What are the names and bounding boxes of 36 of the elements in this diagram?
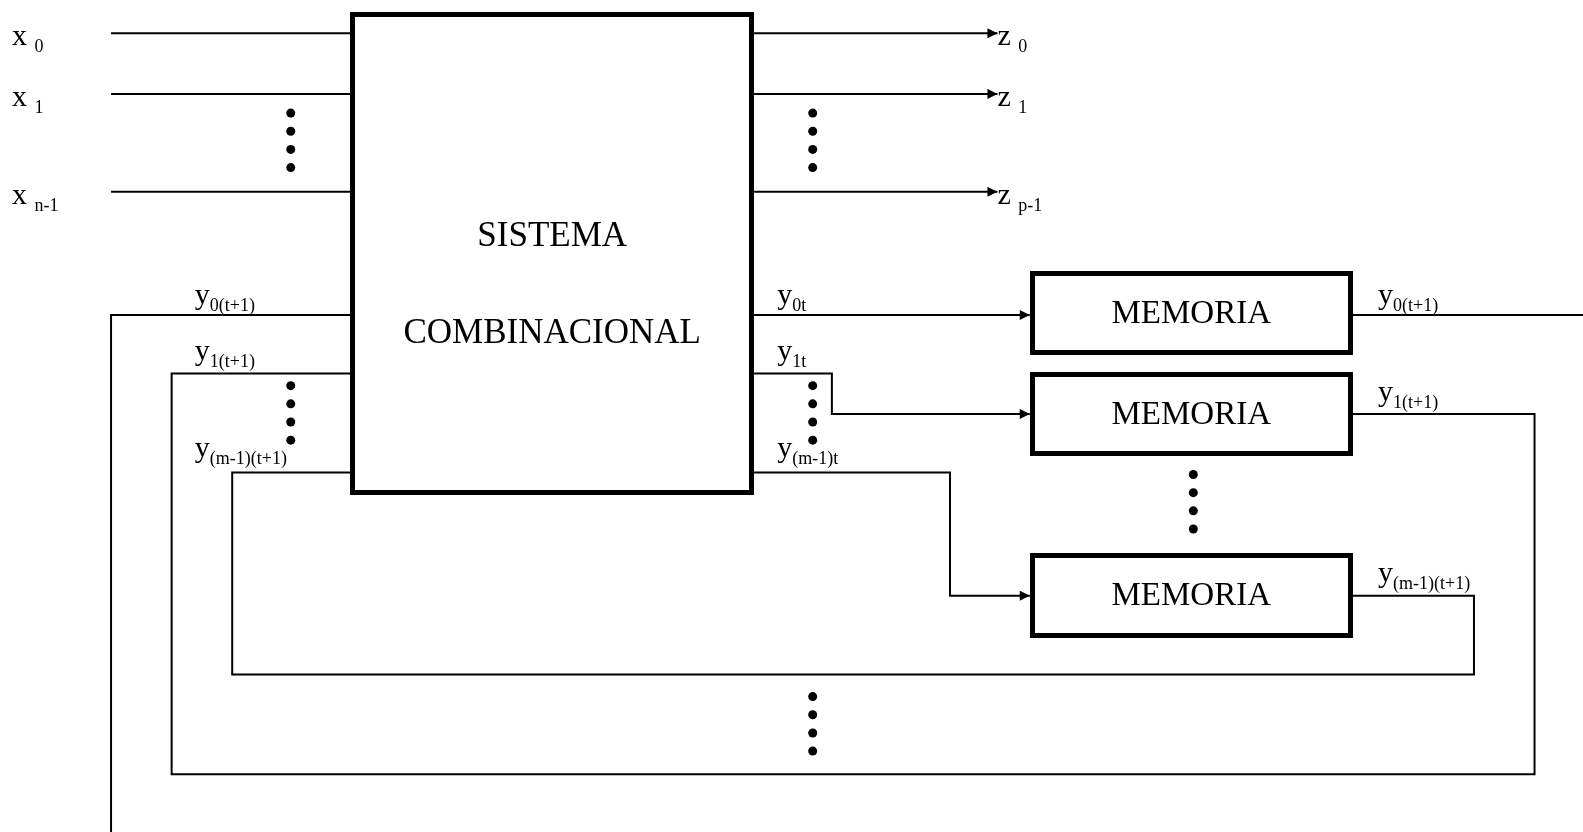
block-label: SISTEMA COMBINACIONAL (402, 213, 702, 353)
signal-line (110, 92, 352, 95)
signal-line (170, 372, 1536, 776)
signal-label: z $_{p-1}$ (997, 178, 1099, 220)
signal-label: z $_{0}$ (997, 20, 1099, 61)
signal-name: y$_{1(t+1)}$ (194, 335, 255, 371)
signal-name: y$_{1t}$ (777, 335, 807, 371)
combinational-block (350, 12, 755, 495)
signal-name: y$_{(m-1)(t+1)}$ (194, 432, 287, 468)
signal-name: y$_{0t}$ (777, 278, 807, 314)
signal-line (753, 310, 1031, 320)
signal-line (753, 186, 999, 197)
block-label: MEMORIA (1110, 396, 1273, 430)
signal-line (753, 471, 1031, 601)
signal-line (753, 372, 1031, 419)
memory-block (1029, 553, 1353, 639)
signal-line (753, 28, 999, 39)
signal-name: y$_{(m-1)(t+1)}$ (1378, 557, 1471, 593)
signal-line (110, 32, 352, 35)
signal-line (110, 314, 352, 832)
signal-name: y$_{1(t+1)}$ (1378, 375, 1439, 411)
signal-label: x $_{1}$ (12, 80, 112, 122)
signal-label: x $_{n-1}$ (12, 178, 112, 220)
block-label: MEMORIA (1110, 295, 1273, 329)
signal-name: y$_{0(t+1)}$ (1378, 278, 1439, 314)
signal-label: x $_{0}$ (12, 20, 112, 61)
signal-name: y$_{0(t+1)}$ (194, 278, 255, 314)
signal-name: y$_{(m-1)t}$ (777, 432, 839, 468)
signal-line (1351, 314, 1583, 316)
signal-line (231, 471, 1475, 676)
signal-label: z $_{1}$ (997, 80, 1099, 122)
block-label: MEMORIA (1110, 578, 1273, 612)
memory-block (1029, 371, 1353, 457)
memory-block (1029, 270, 1353, 356)
signal-line (110, 190, 352, 193)
signal-line (753, 88, 999, 99)
